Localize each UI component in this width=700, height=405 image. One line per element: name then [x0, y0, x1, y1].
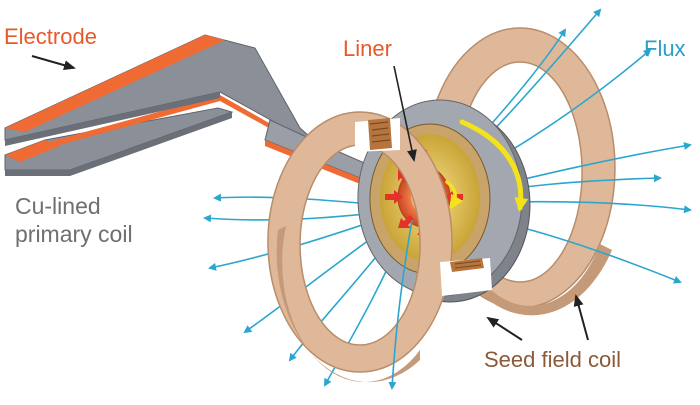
arrow-icon — [393, 65, 417, 162]
inward-arrow-icon — [398, 215, 414, 228]
primary-coil-label: Cu-lined primary coil — [15, 192, 133, 248]
flux-lines-front — [388, 219, 413, 390]
liner-label: Liner — [343, 36, 392, 61]
flux-label: Flux — [644, 36, 686, 61]
primary-coil-label-line2: primary coil — [15, 221, 133, 247]
pointer-arrows — [31, 55, 589, 341]
seed-field-coil-label: Seed field coil — [484, 347, 621, 372]
current-arrows — [445, 119, 529, 212]
electrode-label: Electrode — [4, 24, 97, 49]
flux-line — [388, 219, 413, 390]
arrow-icon — [31, 55, 76, 71]
curved-arrow-icon — [445, 180, 464, 210]
arrow-icon — [486, 316, 523, 341]
seed-coil-front — [267, 111, 492, 383]
primary-coil-label-line1: Cu-lined — [15, 193, 101, 219]
primary-coil — [4, 34, 386, 194]
curved-arrow-icon — [459, 119, 529, 212]
arrow-icon — [573, 294, 589, 341]
inward-arrow-icon — [385, 190, 403, 204]
